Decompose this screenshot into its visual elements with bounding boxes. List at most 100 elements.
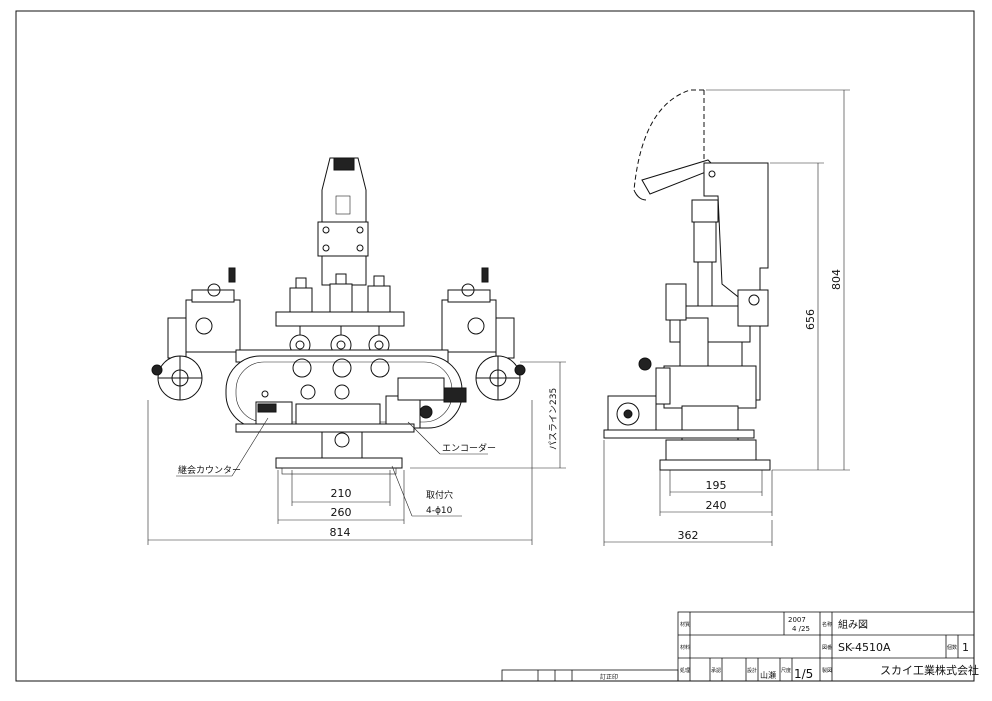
side-c-frame — [703, 162, 769, 401]
front-base-block — [321, 431, 363, 459]
side-cover-arc — [633, 189, 647, 201]
front-left-wheel-spokes — [158, 356, 202, 400]
label-drawing-no: 図番 — [822, 644, 832, 651]
front-drive-roller — [370, 358, 390, 378]
front-upper-roller-hub — [374, 340, 384, 350]
front-left-guide — [185, 299, 241, 353]
front-left-post — [167, 317, 187, 359]
front-tower-slot — [335, 195, 351, 215]
front-top-cap — [333, 157, 355, 171]
label-approved: 承認 — [711, 667, 721, 674]
front-view — [151, 157, 526, 475]
front-cylinder-cap — [295, 277, 307, 289]
label-quantity: 個数 — [947, 644, 957, 651]
side-gear-unit — [655, 367, 671, 405]
front-right-guide-roller — [467, 317, 485, 335]
date-day: 4 /25 — [792, 625, 810, 633]
label-processing: 処理 — [680, 667, 690, 674]
front-drive-roller — [292, 358, 312, 378]
dim-240: 240 — [706, 499, 727, 512]
front-right-guide — [441, 299, 497, 353]
revision-label: 訂正印 — [600, 673, 618, 681]
mount-holes-label-2: 4-ϕ10 — [426, 506, 453, 516]
side-cover-dashed — [633, 89, 704, 191]
drawing-name: 組み図 — [838, 618, 868, 631]
front-tower-block — [317, 221, 369, 257]
front-cylinder-cap — [373, 275, 385, 287]
front-right-wheel-outer — [514, 364, 526, 376]
front-left-wheel-outer — [151, 364, 163, 376]
counter-label: 継会カウンター — [178, 464, 241, 476]
front-cylinder — [329, 283, 353, 315]
side-dimensions: 195 240 362 656 804 — [603, 89, 850, 546]
front-left-knob — [228, 267, 236, 283]
draftsman-name: 山瀬 — [760, 670, 776, 680]
front-tower-bolt — [356, 226, 364, 234]
front-upper-roller-hub — [336, 340, 346, 350]
front-encoder-box — [385, 395, 421, 429]
drawing-number: SK-4510A — [838, 641, 891, 654]
front-lower-roller — [300, 384, 316, 400]
front-left-handwheel — [207, 283, 221, 297]
side-column — [681, 405, 739, 447]
dim-260: 260 — [331, 506, 352, 519]
front-stand — [275, 457, 403, 469]
leader-holes — [391, 465, 413, 517]
pass-line-label: パスライン235 — [548, 388, 559, 450]
front-right-knob — [481, 267, 489, 283]
company-name: スカイ工業株式会社 — [880, 663, 979, 677]
front-tower-bolt — [322, 226, 330, 234]
side-mid-body — [663, 365, 757, 409]
front-base-roller — [334, 432, 350, 448]
front-right-handwheel — [461, 283, 475, 297]
front-bar — [295, 403, 381, 427]
title-block-frame — [677, 611, 975, 682]
front-encoder-knob — [443, 387, 467, 403]
side-shaft — [693, 221, 717, 263]
front-right-post — [495, 317, 515, 359]
dim-195: 195 — [706, 479, 727, 492]
quantity-value: 1 — [962, 641, 969, 654]
front-tower-bolt — [356, 244, 364, 252]
side-shaft-lower — [697, 261, 713, 311]
front-counter-slot — [257, 403, 277, 413]
front-left-guide-roller — [195, 317, 213, 335]
label-material-2: 材料 — [680, 644, 690, 651]
front-tower-bolt — [322, 244, 330, 252]
sheet-border — [15, 10, 975, 682]
label-designer: 製図 — [822, 667, 832, 674]
front-cylinder — [367, 285, 391, 315]
side-frame-bolt — [708, 170, 716, 178]
side-view — [603, 89, 771, 471]
side-cylinder — [679, 317, 709, 371]
dim-656: 656 — [804, 309, 817, 330]
front-dimensions: 210 260 814 パスライン235 継会カウンター エンコーダー 取付穴 … — [147, 361, 566, 545]
front-drive-roller — [332, 358, 352, 378]
leader-counter — [231, 417, 269, 477]
dim-804: 804 — [830, 269, 843, 290]
side-shaft-block — [691, 199, 719, 223]
front-small-bolt — [261, 390, 269, 398]
mount-holes-label-1: 取付穴 — [426, 489, 453, 501]
side-right-unit — [737, 289, 769, 327]
side-encoder-hub — [623, 409, 633, 419]
encoder-label: エンコーダー — [442, 442, 496, 454]
title-block: 訂正印 材質 材料 処理 名称 図番 個数 承認 設計 尺度 製図 2007 4… — [501, 611, 979, 682]
side-stand — [659, 459, 771, 471]
front-upper-roller-hub — [295, 340, 305, 350]
side-handwheel — [638, 357, 652, 371]
front-cylinder-cap — [335, 273, 347, 285]
label-name: 名称 — [822, 621, 832, 628]
front-encoder-wheel — [419, 405, 433, 419]
scale-value: 1/5 — [794, 667, 813, 681]
side-left-post — [665, 283, 687, 321]
dim-210: 210 — [331, 487, 352, 500]
front-lower-roller — [334, 384, 350, 400]
dim-362: 362 — [678, 529, 699, 542]
label-scale: 尺度 — [781, 667, 791, 674]
label-draftsman-role: 設計 — [747, 667, 757, 674]
front-upper-plate — [275, 311, 405, 327]
date-year: 2007 — [788, 616, 806, 624]
side-right-knob — [748, 294, 760, 306]
